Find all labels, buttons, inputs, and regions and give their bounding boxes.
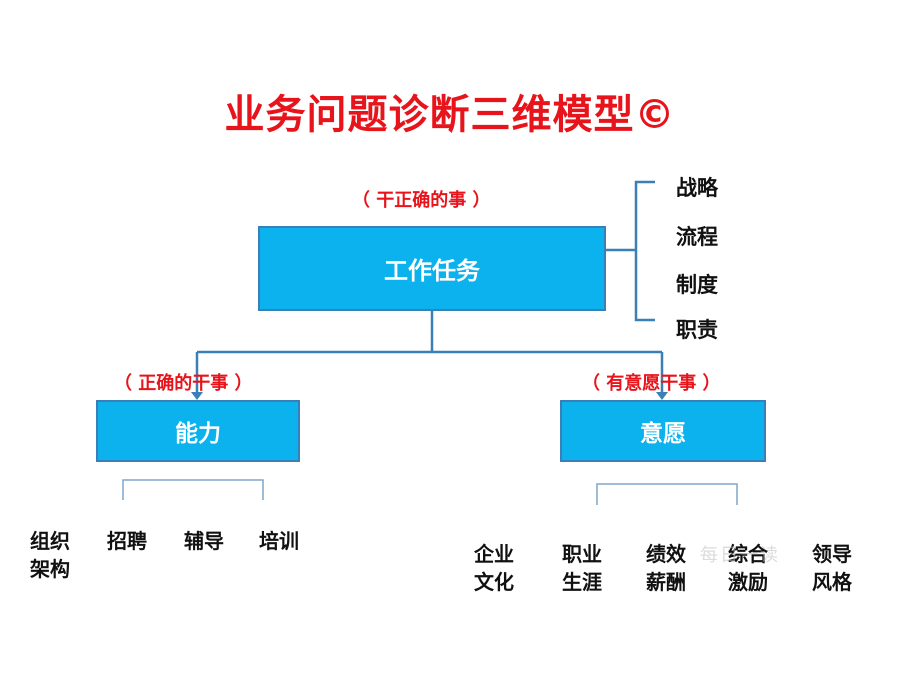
work-task-label: 工作任务 [384,257,480,285]
leaf-coaching: 辅导 [184,529,224,553]
top-note: （ 干正确的事 ） [352,190,491,211]
watermark: 每日一读 [700,545,780,566]
leaf-performance-pay: 绩效 薪酬 [646,542,686,594]
left-leaf-bracket [122,479,264,500]
side-item-duty: 职责 [676,318,718,342]
right-arrow-icon [656,392,668,400]
ability-label: 能力 [175,421,221,447]
right-note: （ 有意愿干事 ） [582,373,721,394]
leaf-training: 培训 [259,529,299,553]
side-bracket [634,180,655,322]
leaf-career: 职业 生涯 [562,542,602,594]
leaf-corporate-culture: 企业 文化 [474,542,514,594]
right-leaf-bracket [596,483,738,505]
left-arrow-icon [191,392,203,400]
side-item-policy: 制度 [676,273,718,297]
side-item-process: 流程 [676,225,718,249]
leaf-incentives: 综合 激励 [728,542,768,594]
page-title: 业务问题诊断三维模型© [224,92,676,138]
willingness-label: 意愿 [640,421,686,447]
willingness-box: 意愿 [560,400,766,462]
side-item-strategy: 战略 [676,176,718,200]
work-task-box: 工作任务 [258,226,606,311]
leaf-leadership-style: 领导 风格 [812,542,852,594]
left-note: （ 正确的干事 ） [114,373,253,394]
leaf-org-structure: 组织 架构 [30,529,70,581]
leaf-recruiting: 招聘 [107,529,147,553]
ability-box: 能力 [96,400,300,462]
